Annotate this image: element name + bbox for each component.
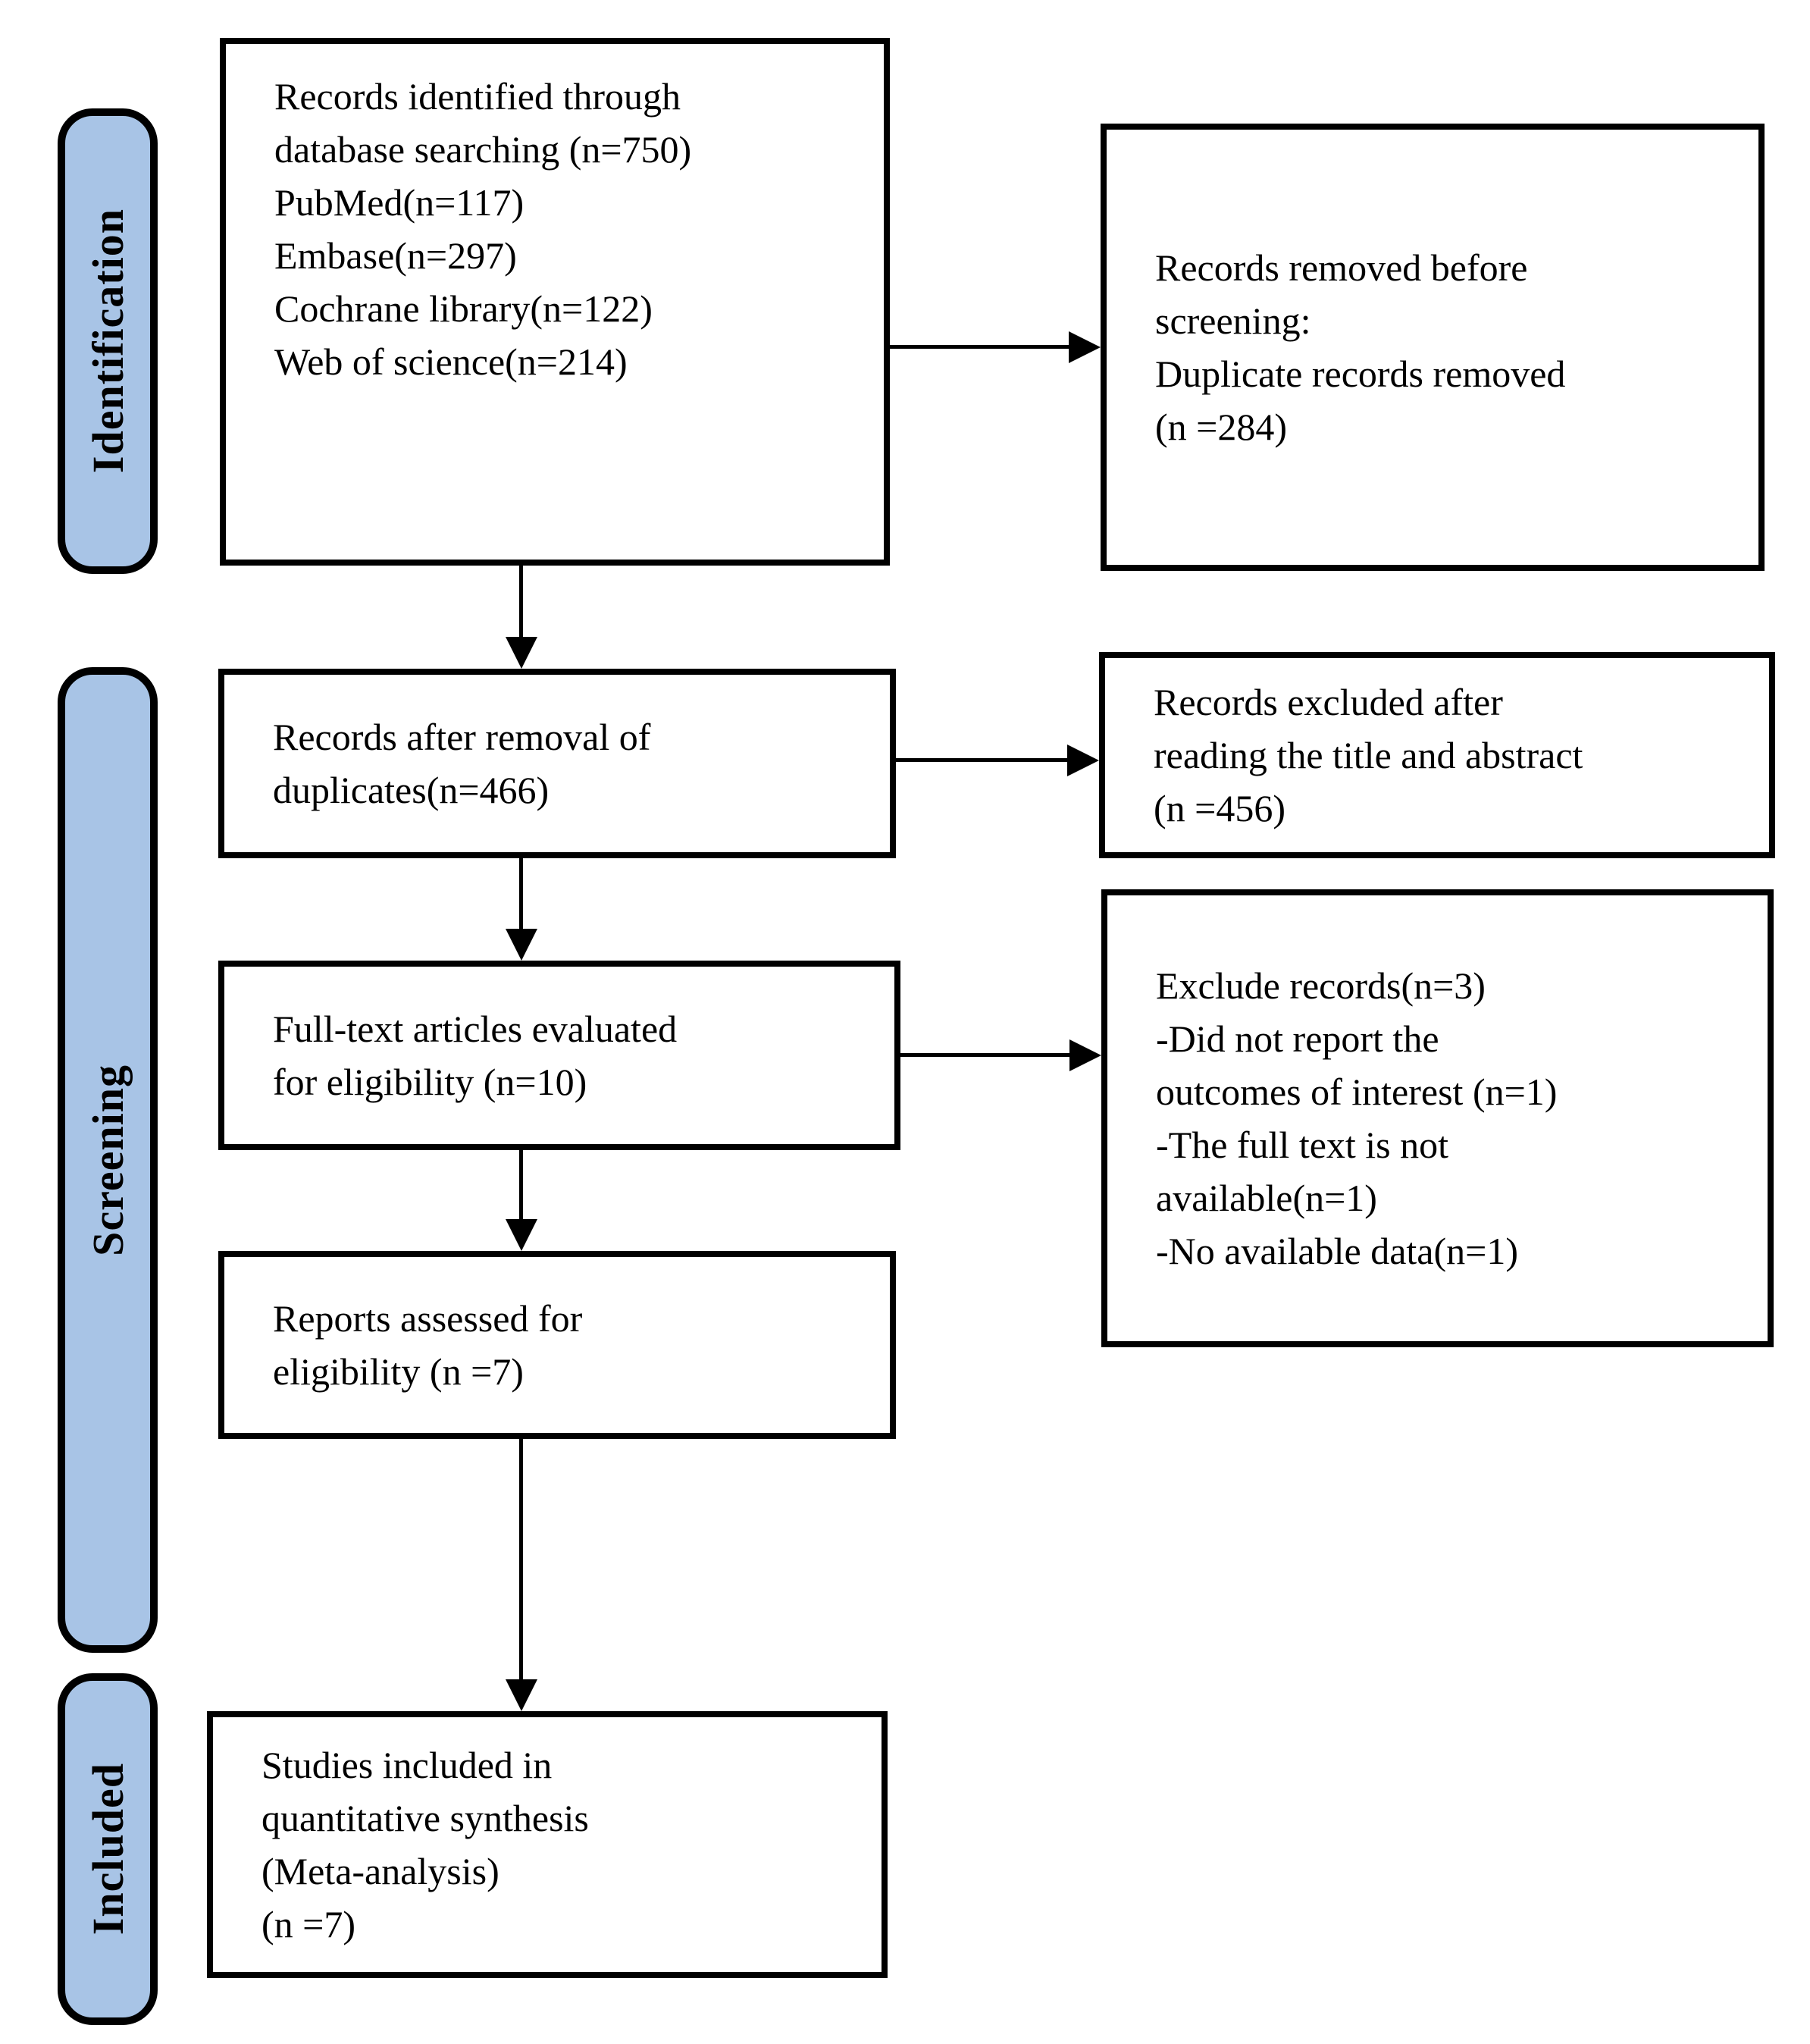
box-reports-assessed: Reports assessed for eligibility (n =7) [218,1251,896,1439]
arrow-head-icon [506,929,537,961]
arrow-head-icon [506,637,537,669]
box-studies-included-text: Studies included in quantitative synthes… [261,1744,589,1945]
stage-screening-label: Screening [83,1064,133,1256]
box-records-removed-before-screening-text: Records removed before screening: Duplic… [1155,246,1566,448]
box-records-after-duplicates-removed-text: Records after removal of duplicates(n=46… [273,716,651,811]
arrow-line [519,858,523,930]
arrow-head-icon [1069,331,1101,363]
stage-identification-label: Identification [83,208,133,474]
box-records-after-duplicates-removed: Records after removal of duplicates(n=46… [218,669,896,858]
arrow-line [896,758,1070,762]
arrow-head-icon [1069,1039,1101,1071]
box-records-removed-before-screening: Records removed before screening: Duplic… [1101,124,1765,571]
arrow-line [889,345,1071,349]
stage-identification: Identification [58,108,158,574]
box-records-excluded-title-abstract: Records excluded after reading the title… [1099,652,1775,858]
arrow-head-icon [506,1219,537,1251]
box-records-identified: Records identified through database sear… [220,38,890,566]
arrow-head-icon [506,1679,537,1711]
box-records-excluded-title-abstract-text: Records excluded after reading the title… [1154,681,1583,829]
arrow-line [900,1053,1072,1057]
box-studies-included: Studies included in quantitative synthes… [207,1711,888,1978]
box-full-text-articles-evaluated: Full-text articles evaluated for eligibi… [218,961,900,1150]
stage-included-label: Included [83,1763,133,1936]
arrow-line [519,565,523,640]
arrow-line [519,1149,523,1221]
arrow-head-icon [1067,745,1099,776]
stage-included: Included [58,1673,158,2025]
arrow-line [519,1438,523,1681]
stage-screening: Screening [58,667,158,1653]
box-reports-assessed-text: Reports assessed for eligibility (n =7) [273,1297,583,1393]
box-full-text-articles-evaluated-text: Full-text articles evaluated for eligibi… [273,1008,678,1103]
box-exclude-records-text: Exclude records(n=3) -Did not report the… [1156,964,1558,1272]
box-exclude-records: Exclude records(n=3) -Did not report the… [1101,889,1774,1347]
box-records-identified-text: Records identified through database sear… [274,75,692,383]
